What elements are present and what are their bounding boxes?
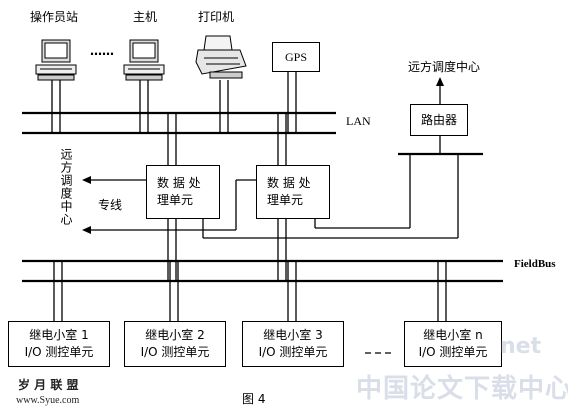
device-ellipsis: ……: [90, 44, 114, 58]
relay-room-1: 继电小室 1 I/O 测控单元: [8, 321, 110, 367]
arrow-up-remote: [436, 77, 444, 86]
lan-label: LAN: [346, 114, 371, 128]
relay-room-n: 继电小室 n I/O 测控单元: [404, 321, 502, 367]
relay-room-io: I/O 测控单元: [140, 345, 210, 359]
fieldbus-label: FieldBus: [514, 258, 556, 270]
printer-label: 打印机: [198, 10, 235, 24]
watermark-cn: 中国论文下载中心: [356, 374, 568, 404]
relay-room-name: 继电小室 1: [29, 328, 89, 342]
data-processing-unit-1: 数 据 处 理单元: [146, 165, 220, 219]
relay-room-2: 继电小室 2 I/O 测控单元: [124, 321, 226, 367]
router-label: 路由器: [420, 112, 457, 127]
data-unit-line2: 理单元: [267, 193, 304, 207]
relay-room-name: 继电小室 2: [145, 328, 205, 342]
printer-icon: [195, 35, 247, 79]
remote-center-top-label: 远方调度中心: [408, 60, 481, 74]
router-box: 路由器: [410, 104, 468, 136]
relay-room-name: 继电小室 3: [263, 328, 323, 342]
relay-room-name: 继电小室 n: [423, 328, 483, 342]
relay-room-io: I/O 测控单元: [418, 345, 488, 359]
arrow-left-remote-1: [82, 176, 91, 184]
figure-caption: 图 4: [242, 392, 266, 406]
gps-box: GPS: [272, 42, 320, 72]
relay-room-io: I/O 测控单元: [24, 345, 94, 359]
relay-room-io: I/O 测控单元: [258, 345, 328, 359]
data-unit-line1: 数 据 处: [157, 176, 201, 190]
remote-center-left-label: 远方调度中心: [59, 148, 73, 226]
computer-icon: [35, 39, 77, 81]
arrow-left-remote-2: [82, 226, 91, 234]
relay-room-3: 继电小室 3 I/O 测控单元: [242, 321, 344, 367]
computer-icon: [123, 39, 165, 81]
watermark-brand: 岁 月 联 盟: [18, 378, 79, 392]
watermark-net: net: [500, 334, 542, 359]
operator-station-label: 操作员站: [30, 10, 79, 24]
data-unit-line1: 数 据 处: [267, 176, 311, 190]
host-label: 主机: [133, 10, 158, 24]
data-unit-line2: 理单元: [157, 193, 194, 207]
watermark-site: www.Syue.com: [16, 395, 80, 406]
private-line-label: 专线: [98, 198, 123, 212]
gps-label: GPS: [284, 49, 307, 64]
data-processing-unit-2: 数 据 处 理单元: [256, 165, 330, 219]
